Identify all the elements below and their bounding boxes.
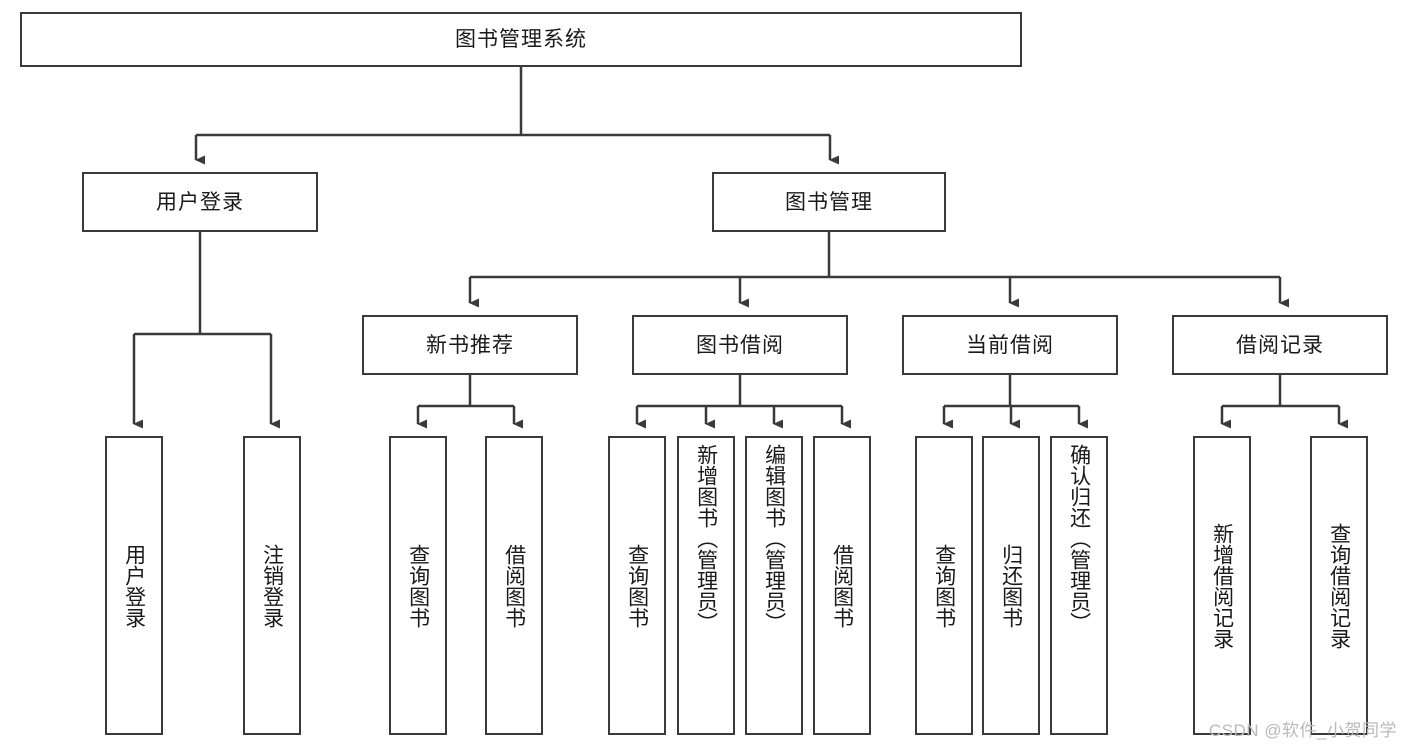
node-level2-book-borrow-label: 图书借阅 (696, 333, 784, 357)
node-level2-new-book-recommend-label: 新书推荐 (426, 333, 514, 357)
node-level1-book-management[interactable]: 图书管理 (712, 172, 946, 232)
node-level2-current-borrow-label: 当前借阅 (966, 333, 1054, 357)
node-level2-new-book-recommend[interactable]: 新书推荐 (362, 315, 578, 375)
node-level1-book-management-label: 图书管理 (785, 190, 873, 214)
node-leaf-bb-query-book[interactable]: 查询图书 (608, 436, 666, 735)
node-leaf-cb-confirm-return-admin-label: 确认归还（管理员） (1067, 444, 1091, 633)
node-leaf-bb-edit-book-admin-label: 编辑图书（管理员） (762, 444, 786, 633)
node-leaf-cb-confirm-return-admin[interactable]: 确认归还（管理员） (1050, 436, 1108, 735)
node-leaf-br-query-record[interactable]: 查询借阅记录 (1310, 436, 1368, 735)
node-leaf-cb-return-book[interactable]: 归还图书 (982, 436, 1040, 735)
node-leaf-user-login[interactable]: 用户登录 (105, 436, 163, 735)
node-leaf-cb-query-book[interactable]: 查询图书 (915, 436, 973, 735)
node-leaf-br-add-record-label: 新增借阅记录 (1210, 522, 1234, 649)
node-leaf-logout-label: 注销登录 (260, 543, 284, 628)
node-leaf-bb-add-book-admin-label: 新增图书（管理员） (694, 444, 718, 633)
node-leaf-br-query-record-label: 查询借阅记录 (1327, 522, 1351, 649)
node-level2-borrow-record-label: 借阅记录 (1236, 333, 1324, 357)
node-leaf-nbr-query-book-label: 查询图书 (406, 543, 430, 628)
node-leaf-bb-borrow-book-label: 借阅图书 (830, 543, 854, 628)
node-root-label: 图书管理系统 (455, 28, 587, 51)
node-leaf-bb-add-book-admin[interactable]: 新增图书（管理员） (677, 436, 735, 735)
node-leaf-bb-borrow-book[interactable]: 借阅图书 (813, 436, 871, 735)
node-leaf-logout[interactable]: 注销登录 (243, 436, 301, 735)
node-level2-current-borrow[interactable]: 当前借阅 (902, 315, 1118, 375)
node-leaf-user-login-label: 用户登录 (122, 543, 146, 628)
node-leaf-bb-query-book-label: 查询图书 (625, 543, 649, 628)
node-leaf-br-add-record[interactable]: 新增借阅记录 (1193, 436, 1251, 735)
node-level1-user-login-label: 用户登录 (156, 190, 244, 214)
node-leaf-nbr-borrow-book-label: 借阅图书 (502, 543, 526, 628)
node-leaf-cb-return-book-label: 归还图书 (999, 543, 1023, 628)
node-level2-borrow-record[interactable]: 借阅记录 (1172, 315, 1388, 375)
node-leaf-bb-edit-book-admin[interactable]: 编辑图书（管理员） (745, 436, 803, 735)
node-leaf-cb-query-book-label: 查询图书 (932, 543, 956, 628)
node-level1-user-login[interactable]: 用户登录 (82, 172, 318, 232)
node-root[interactable]: 图书管理系统 (20, 12, 1022, 67)
node-leaf-nbr-borrow-book[interactable]: 借阅图书 (485, 436, 543, 735)
node-level2-book-borrow[interactable]: 图书借阅 (632, 315, 848, 375)
node-leaf-nbr-query-book[interactable]: 查询图书 (389, 436, 447, 735)
